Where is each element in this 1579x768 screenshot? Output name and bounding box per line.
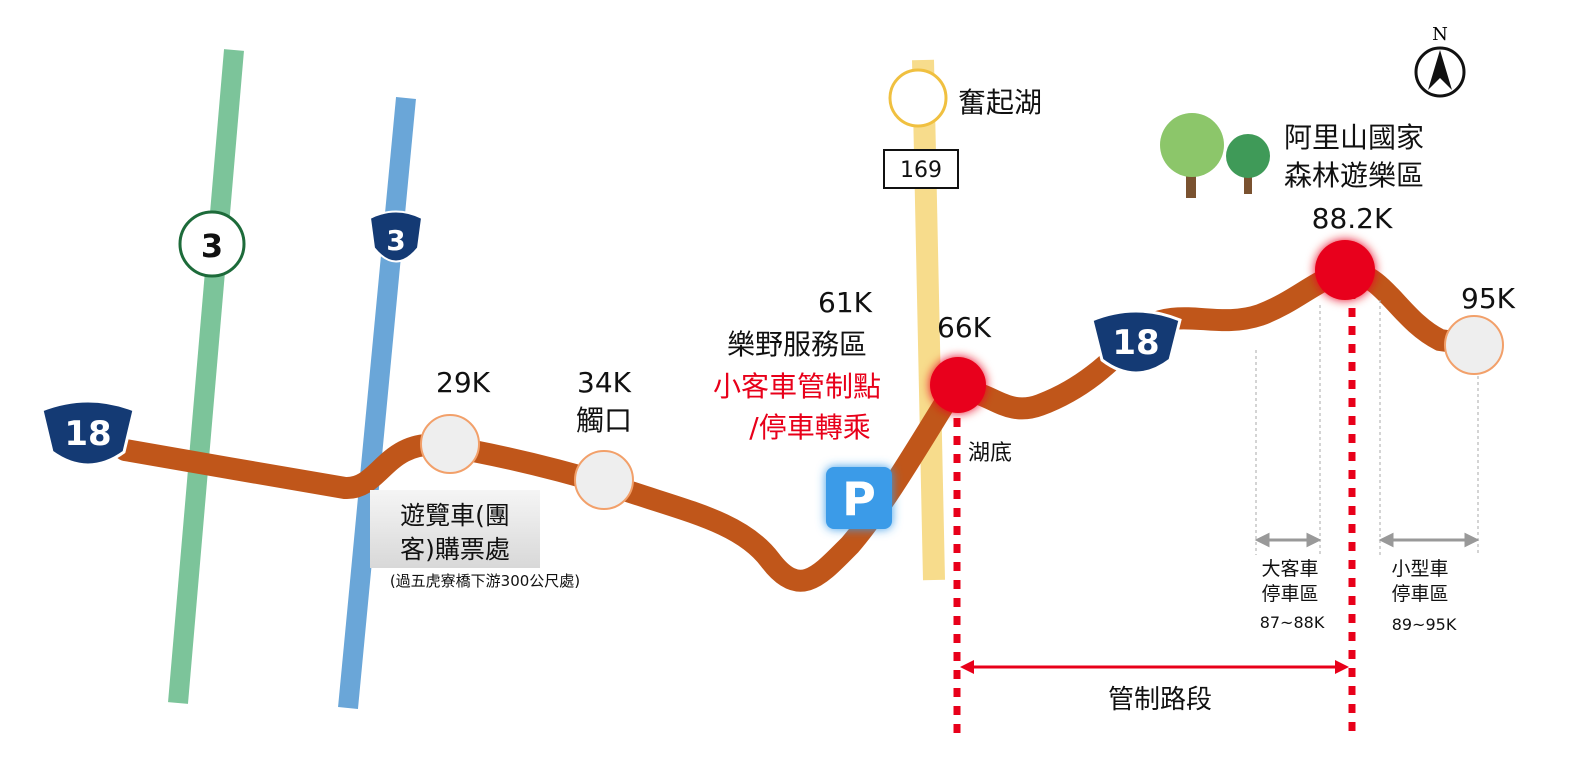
tour-bus-ticket-office: 遊覽車(團 客)購票處 (過五虎寮橋下游300公尺處): [370, 490, 580, 590]
car-parking-label-1: 小型車: [1391, 558, 1448, 580]
bus-parking-label-1: 大客車: [1261, 558, 1318, 580]
parking-icon: P: [826, 467, 892, 529]
parking-zone-guides: [1255, 300, 1479, 555]
control-section-arrow: [960, 660, 1349, 674]
waypoint-markers: [420, 315, 1504, 510]
marker-34k: [574, 450, 634, 510]
label-95k: 95K: [1461, 282, 1516, 315]
parking-range-arrows: [1254, 532, 1480, 548]
county-road-169: [912, 59, 945, 581]
label-leye-service-area: 樂野服務區: [727, 328, 867, 361]
car-parking-range: 89~95K: [1392, 615, 1457, 634]
county-road-169-sign: 169: [883, 149, 959, 189]
label-61k: 61K: [818, 286, 873, 319]
alishan-label-2: 森林遊樂區: [1284, 159, 1424, 192]
label-34k: 34K: [577, 366, 632, 399]
svg-text:遊覽車(團: 遊覽車(團: [400, 501, 510, 530]
svg-text:18: 18: [1112, 323, 1159, 363]
svg-text:3: 3: [201, 227, 223, 265]
svg-text:P: P: [842, 472, 876, 526]
label-29k: 29K: [436, 366, 491, 399]
svg-text:N: N: [1432, 24, 1448, 45]
bus-parking-label-2: 停車區: [1261, 583, 1318, 605]
label-car-control-point: 小客車管制點: [713, 370, 881, 403]
svg-text:(過五虎寮橋下游300公尺處): (過五虎寮橋下游300公尺處): [390, 572, 580, 590]
svg-text:18: 18: [64, 414, 111, 454]
fenqihu-label: 奮起湖: [958, 86, 1042, 119]
marker-29k: [420, 414, 480, 474]
marker-95k: [1444, 315, 1504, 375]
national-freeway-3-shield: 3: [368, 210, 424, 263]
label-park-and-ride: /停車轉乘: [749, 411, 870, 444]
bus-parking-range: 87~88K: [1260, 613, 1325, 632]
control-section-label: 管制路段: [1108, 685, 1212, 715]
highway-18-shield-right: 18: [1090, 309, 1182, 375]
svg-text:169: 169: [900, 158, 942, 183]
provincial-road-3-shield: 3: [178, 210, 246, 278]
control-point-88k: [1315, 240, 1375, 300]
highway-18-shield-left: 18: [40, 399, 136, 467]
fenqihu-marker: [888, 68, 948, 128]
label-88k: 88.2K: [1312, 202, 1393, 235]
north-compass-icon: N: [1414, 24, 1466, 98]
svg-text:3: 3: [386, 224, 405, 257]
svg-text:客)購票處: 客)購票處: [400, 535, 510, 564]
label-hudi: 湖底: [968, 441, 1012, 466]
car-parking-label-2: 停車區: [1391, 583, 1448, 605]
label-66k: 66K: [937, 311, 992, 344]
provincial-road-3: [168, 49, 244, 704]
tree-icon: [1160, 113, 1270, 198]
control-point-66k: [930, 357, 986, 413]
alishan-label-1: 阿里山國家: [1284, 121, 1424, 154]
national-freeway-3: [338, 97, 416, 709]
label-chukou: 觸口: [576, 404, 632, 437]
